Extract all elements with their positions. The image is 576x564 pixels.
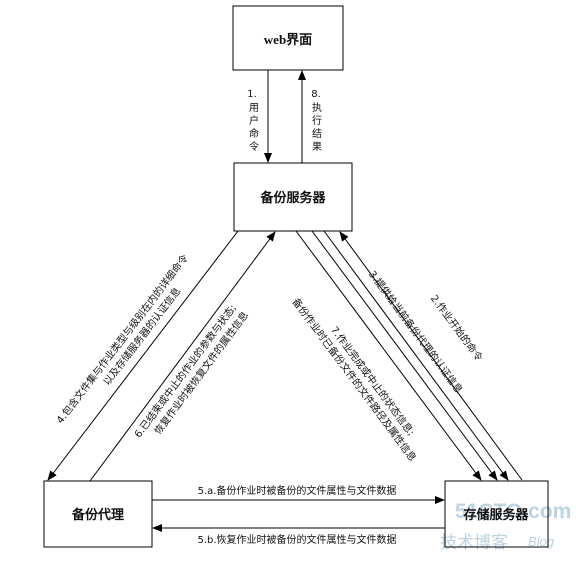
label-5b-restore-data: 5.b.恢复作业时被备份的文件属性与文件数据 bbox=[197, 533, 396, 546]
arrow-7-completion-status bbox=[295, 230, 482, 481]
label-1-user-command: 1. 用 户 命 令 bbox=[247, 89, 259, 153]
arrow-3-auth-info bbox=[323, 230, 509, 481]
svg-text:执: 执 bbox=[312, 101, 322, 114]
backup-server-box bbox=[233, 162, 353, 232]
svg-text:结: 结 bbox=[312, 127, 322, 140]
storage-server-label: 存储服务器 bbox=[463, 507, 529, 522]
svg-text:命: 命 bbox=[249, 127, 259, 140]
backup-agent-box bbox=[43, 480, 153, 548]
svg-text:户: 户 bbox=[249, 114, 259, 127]
svg-text:令: 令 bbox=[249, 140, 259, 153]
svg-text:用: 用 bbox=[249, 103, 259, 114]
web-ui-label: web界面 bbox=[264, 32, 312, 47]
label-3-auth-info: 3.提供给当前备份代理的认证信息 bbox=[366, 268, 466, 396]
arrow-4-detailed-command bbox=[47, 230, 239, 481]
label-7-completion-status: 7.作业完成或中止的状态信息; 备份作业时已备份文件的文件路径及属性信息 bbox=[290, 295, 420, 463]
storage-server-box bbox=[444, 480, 549, 548]
svg-text:行: 行 bbox=[312, 114, 322, 127]
arrow-2-start-command bbox=[311, 230, 498, 481]
arrow-storage-to-server bbox=[339, 231, 523, 481]
web-ui-box bbox=[232, 5, 344, 71]
watermark-site: 51CTO.com bbox=[455, 500, 571, 523]
svg-text:7.作业完成或中止的状态信息;: 7.作业完成或中止的状态信息; bbox=[328, 324, 418, 438]
watermark-blog-cn: 技术博客 bbox=[440, 533, 508, 552]
svg-text:1.: 1. bbox=[247, 89, 257, 100]
svg-text:8.: 8. bbox=[311, 89, 321, 100]
svg-text:恢复作业时被恢复文件的属性信息: 恢复作业时被恢复文件的属性信息 bbox=[151, 309, 251, 437]
backup-agent-label: 备份代理 bbox=[71, 507, 124, 522]
svg-text:果: 果 bbox=[312, 141, 322, 153]
arrow-6-job-status bbox=[89, 231, 276, 482]
backup-server-label: 备份服务器 bbox=[259, 190, 326, 205]
label-8-result: 8. 执 行 结 果 bbox=[311, 89, 322, 153]
label-5a-backup-data: 5.a.备份作业时被备份的文件属性与文件数据 bbox=[198, 484, 397, 497]
